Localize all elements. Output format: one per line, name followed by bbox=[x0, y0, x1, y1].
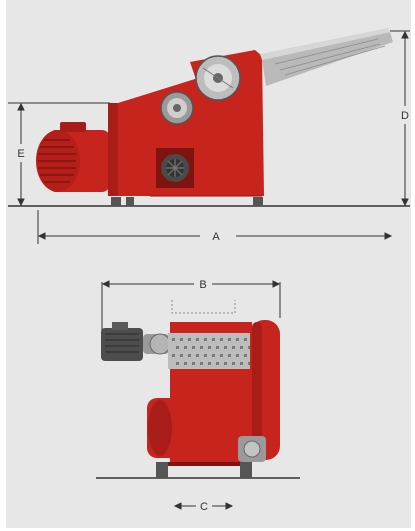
dimension-B bbox=[101, 280, 281, 330]
dimension-E-label: E bbox=[17, 148, 24, 160]
end-rotor-drum bbox=[168, 333, 254, 369]
side-foot-right bbox=[253, 197, 263, 206]
dimension-A bbox=[37, 210, 393, 244]
dimension-C-label: C bbox=[200, 501, 208, 513]
dimension-A-label: A bbox=[212, 231, 220, 243]
dimension-D bbox=[390, 30, 410, 207]
dimension-B-label: B bbox=[199, 279, 206, 291]
side-hopper-top bbox=[260, 28, 390, 60]
dimension-D-label: D bbox=[401, 110, 409, 122]
end-small-pulley bbox=[238, 436, 266, 462]
end-lower-motor bbox=[147, 398, 195, 458]
side-motor bbox=[36, 122, 110, 192]
dimension-E bbox=[8, 102, 110, 207]
end-foot-left bbox=[156, 462, 168, 478]
side-gear-wheel bbox=[160, 91, 194, 125]
side-pulley bbox=[195, 55, 241, 101]
side-body-shadow bbox=[108, 103, 118, 196]
end-flywheel bbox=[250, 320, 280, 460]
end-hopper-outline bbox=[171, 300, 236, 314]
end-view bbox=[96, 300, 300, 479]
side-foot-left bbox=[111, 197, 121, 206]
side-foot-mid bbox=[126, 197, 134, 206]
end-motor bbox=[101, 322, 171, 361]
side-view bbox=[8, 28, 410, 207]
dimension-C bbox=[173, 502, 234, 510]
end-foot-right bbox=[240, 462, 252, 478]
side-control-box bbox=[156, 148, 194, 188]
